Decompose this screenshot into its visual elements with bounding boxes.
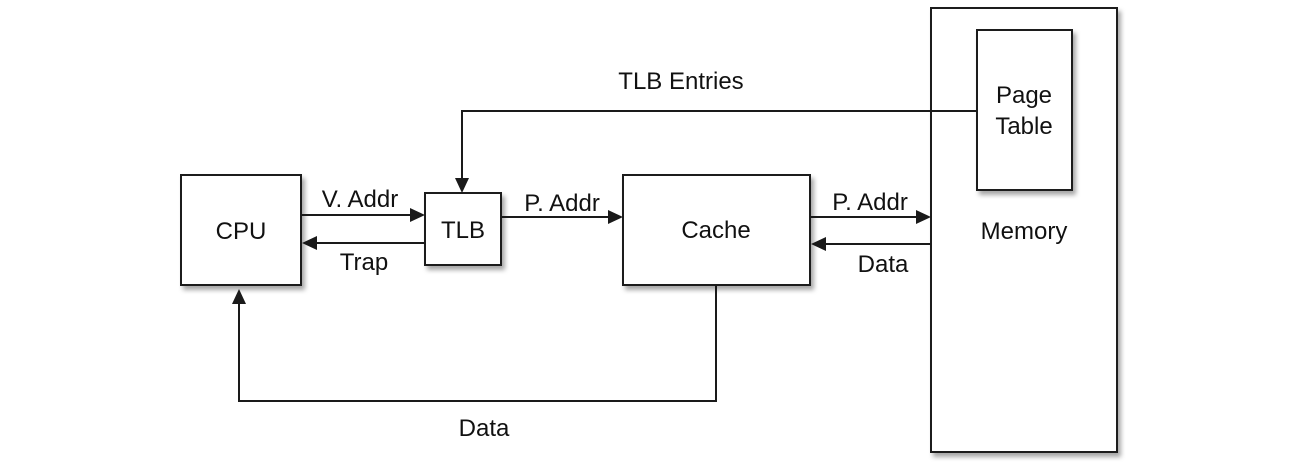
cache-to-cpu-arrow: Data (232, 285, 717, 442)
page-table-node: Page Table (976, 29, 1073, 191)
v-addr-arrowhead (410, 208, 425, 222)
trap-arrowhead (302, 236, 317, 250)
tlb-entries-arrowhead (455, 178, 469, 193)
cache-to-memory-arrow: P. Addr (810, 189, 931, 224)
cpu-node: CPU (180, 174, 302, 286)
v-addr-arrow: V. Addr (301, 186, 425, 222)
tlb-entries-label: TLB Entries (618, 68, 743, 95)
cache-label: Cache (681, 217, 750, 244)
cpu-label: CPU (216, 218, 267, 245)
memory-to-cache-label: Data (858, 251, 909, 278)
cache-to-cpu-label: Data (459, 415, 510, 442)
cache-to-cpu-arrowhead (232, 289, 246, 304)
memory-to-cache-arrow: Data (811, 237, 931, 278)
tlb-entries-arrow: TLB Entries (455, 68, 977, 193)
v-addr-label: V. Addr (322, 186, 399, 213)
memory-to-cache-arrowhead (811, 237, 826, 251)
tlb-to-cache-arrowhead (608, 210, 623, 224)
tlb-label: TLB (441, 217, 485, 244)
page-table-label-line2: Table (995, 113, 1052, 140)
tlb-to-cache-label: P. Addr (524, 190, 600, 217)
cache-node: Cache (622, 174, 811, 286)
memory-label: Memory (981, 218, 1068, 245)
cache-to-memory-label: P. Addr (832, 189, 908, 216)
trap-label: Trap (340, 249, 388, 276)
page-table-label-line1: Page (996, 82, 1052, 109)
trap-arrow: Trap (302, 236, 425, 276)
tlb-node: TLB (424, 192, 502, 266)
cache-to-memory-arrowhead (916, 210, 931, 224)
tlb-to-cache-arrow: P. Addr (501, 190, 623, 224)
